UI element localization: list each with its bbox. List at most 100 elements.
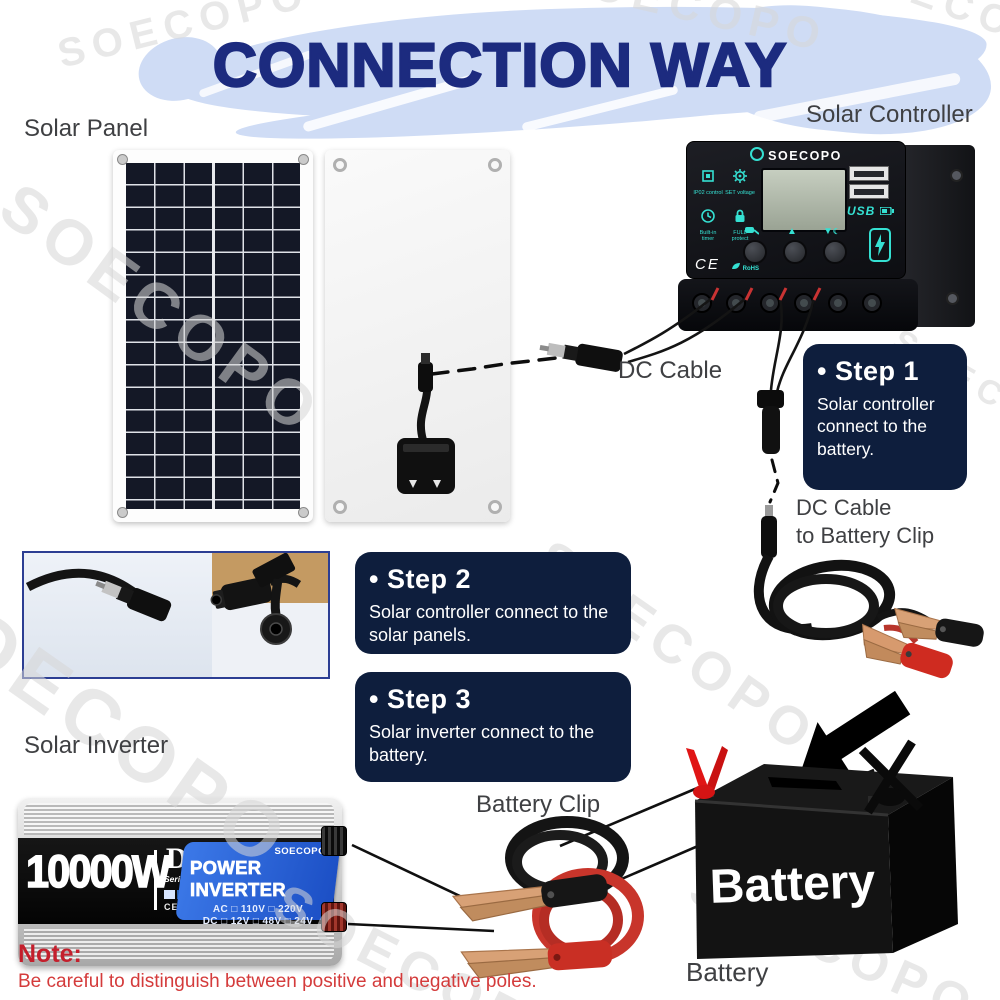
terminal-screw (794, 293, 814, 313)
battery-terminal (868, 796, 882, 803)
feature-set-voltage: SET voltage (725, 168, 755, 196)
step-3-box: • Step 3 Solar inverter connect to the b… (355, 672, 631, 782)
alligator-clip-black (451, 874, 608, 922)
dc-to-clip-line2: to Battery Clip (796, 522, 935, 548)
terminal-screw (726, 293, 746, 313)
solar-controller-label: Solar Controller (806, 101, 973, 128)
feature-label: Built-in timer (699, 230, 717, 243)
black-clip-on-battery (858, 739, 924, 815)
solar-cells-grid (126, 163, 300, 509)
controller-face: SOECOPO IP02 control SET voltage Built-i… (686, 141, 906, 279)
solar-inverter-label: Solar Inverter (24, 732, 169, 759)
up-button-icon: ▲ (787, 226, 797, 237)
controller-terminal-block (678, 279, 918, 331)
solar-panel-label: Solar Panel (24, 115, 149, 142)
chip-icon (702, 170, 714, 182)
rohs-text: RoHS (742, 266, 760, 272)
feature-label: IP02 control (693, 190, 723, 196)
battery-front-label: Battery (709, 855, 876, 914)
clock-icon (701, 209, 715, 223)
step-3-title: • Step 3 (369, 684, 471, 714)
step-2-box: • Step 2 Solar controller connect to the… (355, 552, 631, 654)
note-text: Be careful to distinguish between positi… (18, 971, 537, 992)
mount-hole-icon (488, 500, 502, 514)
battery-front-face (695, 801, 893, 959)
feature-timer: Built-in timer (693, 208, 723, 243)
step-3-text: Solar inverter connect to the battery. (369, 722, 595, 766)
solar-panel-front (113, 150, 313, 522)
inverter-blue-panel: SOECOPO POWER INVERTER AC □ 110V □ 220V … (175, 842, 341, 927)
battery-caption: Battery (686, 957, 769, 987)
dc-connector-tip (421, 353, 430, 364)
screw-icon (298, 154, 309, 165)
terminal-screw (692, 293, 712, 313)
usb-port (849, 166, 889, 181)
dc-connector-female (418, 362, 433, 392)
page-title: CONNECTION WAY (212, 30, 788, 100)
usb-port (849, 184, 889, 199)
screw-icon (298, 507, 309, 518)
connection-line (351, 843, 463, 899)
inverter-power: 10000W (25, 845, 171, 898)
feature-label: SET voltage (725, 190, 755, 196)
badge (164, 890, 175, 899)
inverter-terminal-positive (321, 902, 347, 932)
controller-button[interactable] (783, 240, 807, 264)
solar-panel-back (325, 150, 510, 522)
dc-cable-to-battery-clip-label: DC Cable to Battery Clip (796, 494, 934, 549)
series-label: Series (164, 874, 190, 884)
lcd-display (761, 168, 847, 232)
connection-line (595, 768, 875, 892)
lock-icon (735, 209, 745, 222)
solar-inverter: 10000W D Series CE FC SOECOPO POWER INVE… (18, 798, 347, 966)
screw-icon (950, 169, 963, 182)
panel-connector (252, 553, 296, 645)
alligator-clip-red (862, 623, 953, 679)
alligator-clip-black (894, 607, 984, 647)
phone-charge-icon (869, 228, 891, 262)
battery-clip-label: Battery Clip (476, 791, 601, 818)
leaf-icon (732, 263, 740, 269)
junction-mark (409, 480, 417, 488)
moon-glyph: ☾ (832, 227, 841, 236)
inverter-dc-spec: DC □ 12V □ 48V □ 24V (202, 916, 314, 927)
inverter-label-band: 10000W D Series CE FC SOECOPO POWER INVE… (18, 838, 341, 927)
usb-label: USB (847, 204, 894, 218)
dc-connector-photo (22, 551, 330, 679)
screw-icon (117, 507, 128, 518)
dashed-connection-line (768, 458, 780, 504)
terminal-screw (760, 293, 780, 313)
terminal-screw (828, 293, 848, 313)
inverter-brand: SOECOPO (274, 846, 326, 857)
divider (154, 850, 157, 910)
dc-plug-male (95, 580, 172, 622)
mount-hole-icon (333, 500, 347, 514)
battery-clip-pair (451, 816, 644, 979)
controller-button[interactable] (823, 240, 847, 264)
junction-mark (433, 480, 441, 488)
ce-mark: CE (695, 256, 720, 273)
red-clip-on-battery (686, 746, 728, 799)
lightning-icon (875, 234, 885, 256)
brand-text: SOECOPO (768, 149, 842, 163)
controller-button[interactable] (743, 240, 767, 264)
gear-icon (733, 169, 747, 183)
battery-top-face (695, 764, 953, 815)
battery: Battery (686, 739, 958, 959)
terminal-screw (862, 293, 882, 313)
connector-drawing (25, 553, 302, 645)
menu-button-icon (745, 226, 760, 239)
solar-controller: SOECOPO IP02 control SET voltage Built-i… (678, 133, 978, 338)
feature-protect: FULL protect (725, 208, 755, 243)
step-2-title: • Step 2 (369, 564, 471, 594)
step-2-text: Solar controller connect to the solar pa… (369, 602, 609, 646)
junction-box-and-cable (397, 353, 455, 494)
battery-side-face (888, 777, 958, 953)
note-title: Note: (18, 940, 82, 968)
inverter-product: POWER INVERTER (190, 857, 287, 901)
battery-edge (694, 799, 889, 817)
rohs-mark: RoHS (731, 262, 759, 272)
dc-cable-label: DC Cable (618, 357, 723, 384)
dc-plug-male (539, 342, 623, 372)
